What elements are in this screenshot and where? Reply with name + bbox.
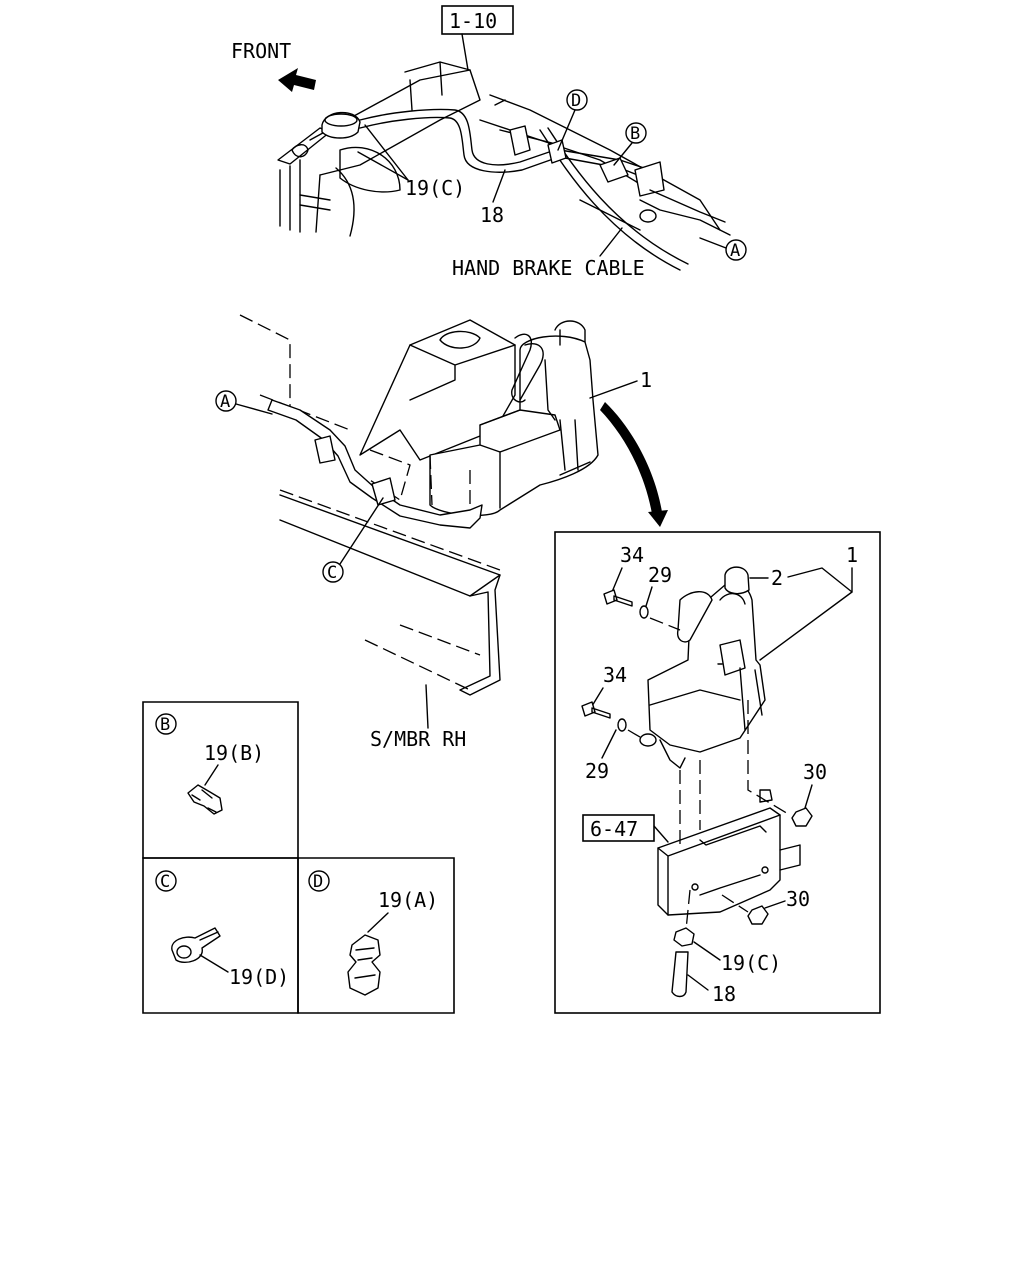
- bolt-upper-icon: [603, 589, 633, 607]
- callout-c-mid-letter: C: [327, 563, 337, 583]
- exploded-view: 1 2 34 29 34 29 30 6-47: [554, 531, 881, 1014]
- nut-lower-icon: [747, 905, 769, 925]
- callout-d-top-letter: D: [571, 91, 581, 111]
- callout-b-detail-letter: B: [160, 715, 170, 735]
- callout-a-mid-letter: A: [220, 392, 230, 412]
- label-washer-29-upper: 29: [648, 563, 672, 587]
- clip-19c-icon: [673, 927, 695, 947]
- exploded-view-frame: [554, 531, 881, 1014]
- label-bolt-34-lower: 34: [603, 663, 627, 687]
- callout-a-mid: [215, 390, 237, 412]
- label-nut-30-upper: 30: [803, 760, 827, 784]
- callout-b-top-letter: B: [630, 124, 640, 144]
- callout-b-detail: [155, 713, 177, 735]
- label-bolt-34-upper: 34: [620, 543, 644, 567]
- callout-d-detail: [308, 870, 330, 892]
- washer-upper-icon: [639, 605, 649, 619]
- detail-b: B 19(B): [142, 701, 299, 859]
- callout-d-top: [566, 89, 588, 111]
- direction-arrow-icon: [600, 402, 662, 514]
- callout-c-mid: [322, 561, 344, 583]
- callout-a-top-letter: A: [730, 241, 740, 261]
- label-clip-19c-top: 19(C): [405, 176, 465, 200]
- nut-upper-icon: [791, 807, 813, 827]
- detail-c: C 19(D): [142, 857, 299, 1014]
- label-hand-brake-cable: HAND BRAKE CABLE: [452, 256, 645, 280]
- label-cap-2: 2: [771, 566, 783, 590]
- middle-view: A C 1 S/MBR RH: [215, 314, 668, 751]
- ref-box-1-10: [441, 5, 514, 35]
- label-clip-19b: 19(B): [204, 741, 264, 765]
- front-arrow-icon: [278, 68, 316, 92]
- label-hose-18-exp: 18: [712, 982, 736, 1006]
- ref-box-6-47-label: 6-47: [590, 817, 638, 841]
- clip-19b-icon: [187, 784, 223, 815]
- clip-19d-icon: [171, 927, 221, 964]
- callout-c-detail: [155, 870, 177, 892]
- label-hose-18-top: 18: [480, 203, 504, 227]
- ref-box-6-47: [582, 814, 655, 842]
- washer-lower-icon: [617, 718, 627, 732]
- label-washer-29-lower: 29: [585, 759, 609, 783]
- label-side-member: S/MBR RH: [370, 727, 466, 751]
- label-clip-19d: 19(D): [229, 965, 289, 989]
- label-clip-19c-exp: 19(C): [721, 951, 781, 975]
- label-tank-1-exp: 1: [846, 543, 858, 567]
- label-nut-30-lower: 30: [786, 887, 810, 911]
- label-tank-1-mid: 1: [640, 368, 652, 392]
- label-clip-19a: 19(A): [378, 888, 438, 912]
- top-view: 1-10 FRONT D: [231, 5, 747, 280]
- clip-19a-icon: [347, 934, 381, 996]
- callout-a-top: [725, 239, 747, 261]
- front-label: FRONT: [231, 39, 291, 63]
- hose-18-icon: [671, 951, 689, 998]
- callout-b-top: [625, 122, 647, 144]
- ref-box-1-10-label: 1-10: [449, 9, 497, 33]
- callout-d-detail-letter: D: [313, 872, 323, 892]
- detail-d: D 19(A): [297, 857, 455, 1014]
- callout-c-detail-letter: C: [160, 872, 170, 892]
- bolt-lower-icon: [581, 701, 611, 719]
